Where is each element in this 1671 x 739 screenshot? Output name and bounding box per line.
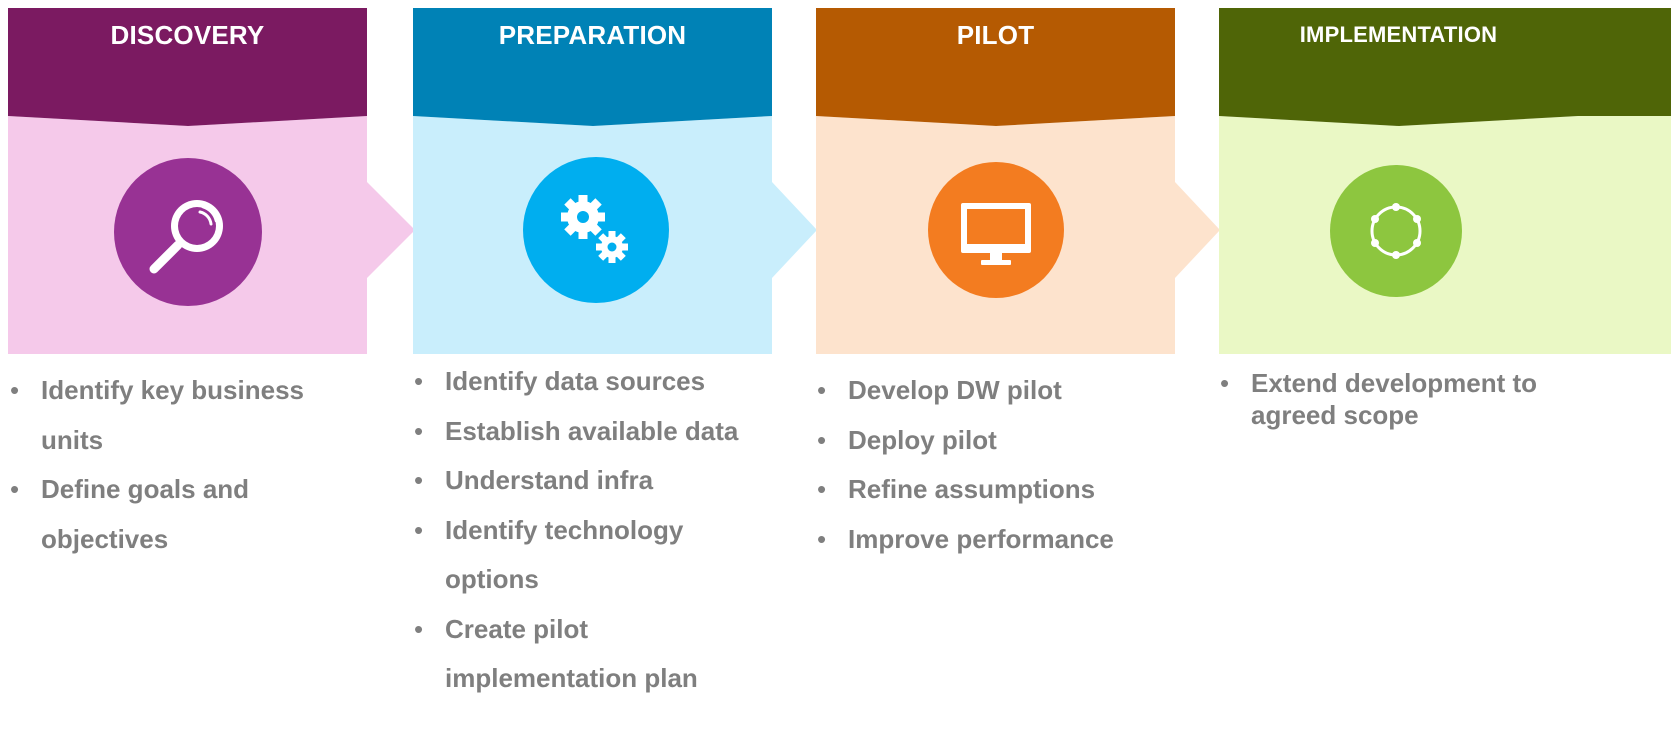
list-item: Create pilot implementation plan (414, 605, 764, 704)
stage-title: IMPLEMENTATION (1299, 22, 1498, 47)
stage-preparation: PREPARATION (413, 8, 817, 354)
gears-icon (523, 157, 669, 303)
stage-pilot: PILOT (816, 8, 1220, 354)
list-item: Identify technology options (414, 506, 764, 605)
list-item: Deploy pilot (817, 416, 1167, 466)
list-item: Improve performance (817, 515, 1167, 565)
search-icon (114, 158, 262, 306)
list-item: Understand infra (414, 456, 764, 506)
list-item: Establish available data (414, 407, 764, 457)
cycle-icon (1330, 165, 1462, 297)
preparation-bullet-list: Identify data sources Establish availabl… (414, 357, 764, 704)
implementation-bullet-list: Extend development to agreed scope (1220, 367, 1570, 431)
list-item: Define goals and objectives (10, 465, 350, 564)
monitor-icon (928, 162, 1064, 298)
stage-title: PREPARATION (498, 19, 687, 50)
discovery-bullet-list: Identify key business units Define goals… (10, 366, 350, 564)
stage-discovery: DISCOVERY (8, 8, 415, 354)
pilot-bullet-list: Develop DW pilot Deploy pilot Refine ass… (817, 366, 1167, 564)
stage-implementation: IMPLEMENTATION (1219, 8, 1671, 354)
list-item: Extend development to agreed scope (1220, 367, 1570, 431)
list-item: Identify key business units (10, 366, 350, 465)
list-item: Refine assumptions (817, 465, 1167, 515)
list-item: Develop DW pilot (817, 366, 1167, 416)
list-item: Identify data sources (414, 357, 764, 407)
stage-title: PILOT (956, 19, 1035, 50)
stage-title: DISCOVERY (110, 19, 265, 50)
